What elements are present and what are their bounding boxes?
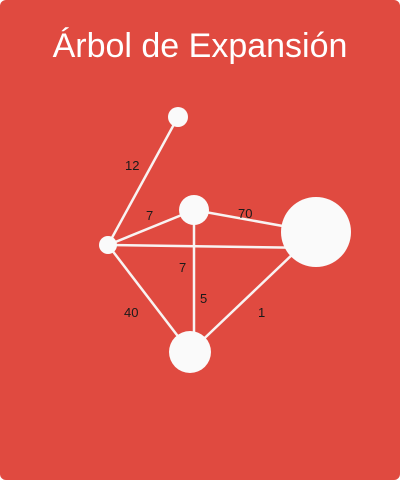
weights-layer: 12 7 70 7 5 40 1 bbox=[124, 158, 265, 320]
edge-b-e bbox=[106, 243, 192, 354]
edge-weight-a-b: 12 bbox=[125, 158, 139, 173]
graph-node-a bbox=[168, 107, 188, 127]
graph-node-d bbox=[281, 197, 351, 267]
edge-weight-b-e: 40 bbox=[124, 305, 138, 320]
nodes-layer bbox=[99, 107, 351, 373]
graph-node-e bbox=[169, 331, 211, 373]
edge-a-b bbox=[106, 115, 180, 247]
edge-weight-b-d: 7 bbox=[179, 260, 186, 275]
edges-layer bbox=[106, 115, 318, 354]
graph-node-b bbox=[99, 236, 117, 254]
edge-b-c bbox=[106, 208, 196, 247]
edge-weight-d-e: 1 bbox=[258, 305, 265, 320]
graph-node-c bbox=[179, 195, 209, 225]
edge-weight-c-e: 5 bbox=[200, 291, 207, 306]
edge-b-d bbox=[106, 243, 318, 250]
edge-weight-b-c: 7 bbox=[146, 208, 153, 223]
diagram-title: Árbol de Expansión bbox=[52, 27, 348, 65]
edge-weight-c-d: 70 bbox=[238, 206, 252, 221]
